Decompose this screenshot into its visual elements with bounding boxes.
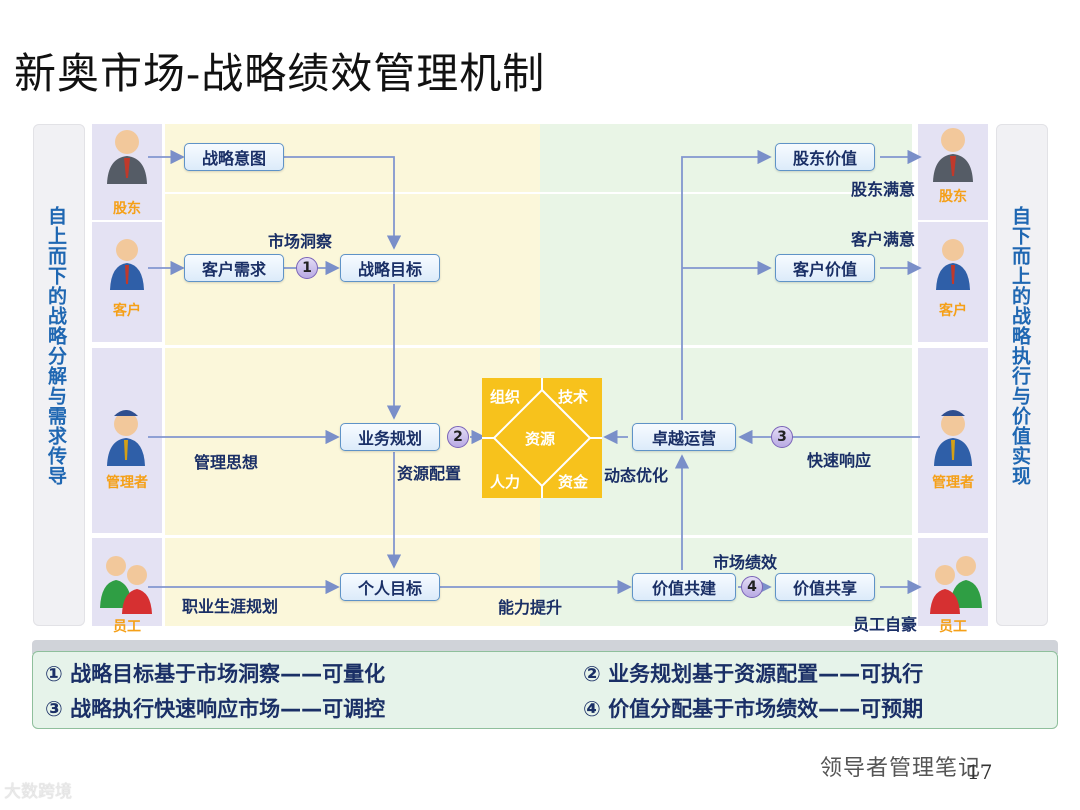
box-personal-goal: 个人目标 <box>340 573 440 601</box>
label-career-plan: 职业生涯规划 <box>182 597 279 616</box>
right-role-customer: 客户 <box>939 303 967 319</box>
customer-person-icon <box>110 239 144 290</box>
right-role-shareholder: 股东 <box>939 189 967 205</box>
label-management-thought: 管理思想 <box>194 453 259 472</box>
left-side-panel <box>33 124 85 626</box>
row-divider <box>165 345 912 348</box>
right-manager-person-icon <box>934 410 972 466</box>
label-fast-response: 快速响应 <box>807 451 872 470</box>
core-organization: 组织 <box>490 388 521 406</box>
box-business-plan: 业务规划 <box>340 423 440 451</box>
left-role-employee: 员工 <box>113 619 141 635</box>
box-excellent-operation: 卓越运营 <box>632 423 736 451</box>
label-employee-pride: 员工自豪 <box>853 615 918 634</box>
right-side-panel <box>996 124 1048 626</box>
box-customer-value: 客户价值 <box>775 254 875 282</box>
row-divider <box>165 192 912 194</box>
shareholder-person-icon <box>107 130 147 184</box>
box-shareholder-value: 股东价值 <box>775 143 875 171</box>
manager-person-icon <box>107 410 145 466</box>
legend-box: ① 战略目标基于市场洞察——可量化 ② 业务规划基于资源配置——可执行 ③ 战略… <box>32 651 1058 729</box>
box-value-share: 价值共享 <box>775 573 875 601</box>
left-role-shareholder: 股东 <box>113 201 141 217</box>
watermark-left: 大数跨境 <box>4 782 72 802</box>
watermark-right: 领导者管理笔记 <box>820 756 982 781</box>
box-strategic-intent: 战略意图 <box>184 143 284 171</box>
legend-item-4: ④ 价值分配基于市场绩效——可预期 <box>583 697 924 721</box>
left-side-text: 自上而下的战略分解与需求传导 <box>45 206 67 486</box>
label-capability-up: 能力提升 <box>498 598 563 617</box>
right-role-manager: 管理者 <box>932 475 974 491</box>
badge-4: 4 <box>741 576 763 598</box>
label-dynamic-opt: 动态优化 <box>604 466 669 485</box>
right-zone-band <box>540 124 912 626</box>
core-technology: 技术 <box>558 388 589 406</box>
box-strategic-goal: 战略目标 <box>340 254 440 282</box>
label-shareholder-sat: 股东满意 <box>851 180 916 199</box>
right-side-text: 自下而上的战略执行与价值实现 <box>1009 206 1031 486</box>
legend-item-2: ② 业务规划基于资源配置——可执行 <box>583 662 924 686</box>
label-market-insight: 市场洞察 <box>268 232 333 251</box>
box-value-co-build: 价值共建 <box>632 573 736 601</box>
resource-core: 组织 技术 资源 人力 资金 <box>482 378 602 498</box>
label-market-perf: 市场绩效 <box>713 553 778 572</box>
legend-top-bar <box>32 640 1058 654</box>
label-customer-sat: 客户满意 <box>851 230 916 249</box>
legend-item-1: ① 战略目标基于市场洞察——可量化 <box>45 662 386 686</box>
right-employee-people-icon <box>930 556 982 614</box>
box-customer-demand: 客户需求 <box>184 254 284 282</box>
legend-item-3: ③ 战略执行快速响应市场——可调控 <box>45 697 386 721</box>
badge-3: 3 <box>771 426 793 448</box>
left-zone-band <box>165 124 540 626</box>
left-role-customer: 客户 <box>113 303 141 319</box>
left-role-manager: 管理者 <box>106 475 148 491</box>
core-divider-lines <box>482 378 602 498</box>
page-title: 新奥市场-战略绩效管理机制 <box>14 49 546 98</box>
right-customer-person-icon <box>936 239 970 290</box>
core-capital: 资金 <box>558 473 589 491</box>
badge-2: 2 <box>447 426 469 448</box>
employee-people-icon <box>100 556 152 614</box>
page-number: 17 <box>967 760 993 784</box>
core-resource: 资源 <box>525 430 556 448</box>
core-human: 人力 <box>490 473 521 491</box>
badge-1: 1 <box>296 257 318 279</box>
right-shareholder-person-icon <box>933 128 973 182</box>
right-role-employee: 员工 <box>939 619 967 635</box>
label-resource-config: 资源配置 <box>397 464 462 483</box>
row-divider <box>165 535 912 538</box>
